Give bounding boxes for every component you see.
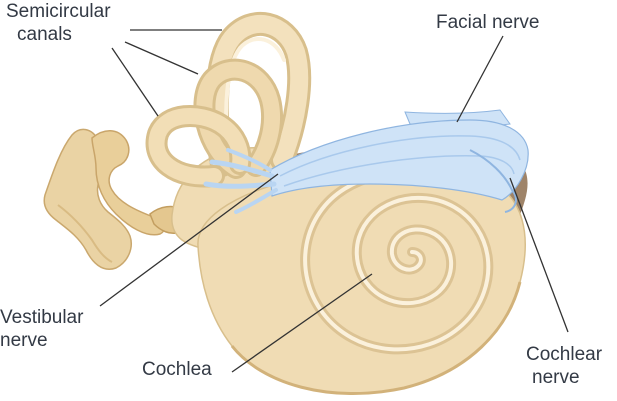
label-cochlear-nerve: Cochlear nerve xyxy=(526,343,602,389)
label-semicircular-canals: Semicircular canals xyxy=(6,0,111,46)
cochlea-shape xyxy=(197,165,526,396)
label-vestibular-nerve-line-1: Vestibular xyxy=(0,307,84,328)
leader-lines xyxy=(99,29,569,373)
label-facial-nerve: Facial nerve xyxy=(436,12,540,33)
label-cochlear-nerve-line-2: nerve xyxy=(532,367,580,388)
label-semicircular-canals-line-1: Semicircular xyxy=(6,1,111,22)
nerve-bundle-shape xyxy=(203,109,529,214)
label-vestibular-nerve: Vestibular nerve xyxy=(0,306,83,352)
label-semicircular-canals-line-2: canals xyxy=(17,24,72,45)
label-cochlea: Cochlea xyxy=(142,359,212,380)
semicircular-canals-shape xyxy=(145,11,312,188)
label-vestibular-nerve-line-2: nerve xyxy=(0,330,48,351)
label-cochlear-nerve-line-1: Cochlear xyxy=(526,344,603,365)
